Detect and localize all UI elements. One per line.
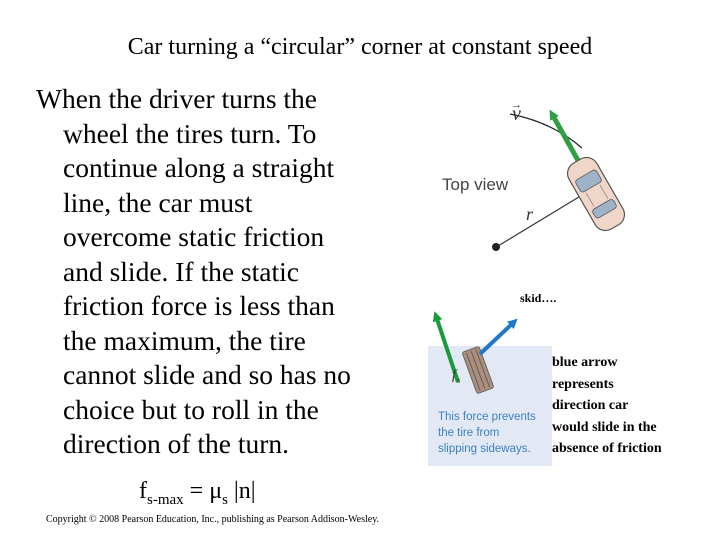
friction-force-subscript: s — [457, 376, 460, 385]
note-line: absence of friction — [552, 441, 662, 456]
body-line: overcome static friction — [63, 221, 325, 252]
formula-f: f — [139, 478, 147, 504]
note-line: blue arrow — [552, 355, 618, 370]
formula-f-subscript: s-max — [147, 491, 184, 508]
body-line: friction force is less than — [63, 290, 335, 321]
body-line: wheel the tires turn. To — [63, 117, 317, 149]
body-line: continue along a straight — [63, 152, 335, 183]
caption-line: the tire from — [438, 427, 499, 439]
body-line: cannot slide and so has no — [63, 359, 351, 390]
friction-force-arrow — [432, 311, 460, 383]
car-icon — [566, 156, 626, 232]
tire-friction-diagram: f s This force prevents the tire from sl… — [428, 311, 552, 466]
copyright-notice: Copyright © 2008 Pearson Education, Inc.… — [46, 514, 380, 525]
max-static-friction-formula: fs-max = μs |n| — [139, 478, 256, 509]
body-line: line, the car must — [63, 186, 253, 218]
friction-force-label: f — [452, 368, 458, 383]
velocity-label: v — [512, 103, 521, 125]
tire-icon — [462, 346, 494, 394]
tire-panel — [428, 346, 552, 466]
body-line: choice but to roll in the — [63, 393, 319, 425]
body-line: When the driver turns the — [36, 83, 318, 114]
note-line: direction car — [552, 398, 629, 413]
velocity-vector-symbol: → — [511, 99, 522, 111]
skid-label: skid…. — [520, 291, 557, 305]
radius-label: r — [526, 204, 534, 224]
formula-equals-mu: = μ — [183, 478, 223, 504]
caption-line: This force prevents — [438, 411, 536, 423]
caption-line: slipping sideways. — [438, 443, 531, 455]
blue-arrow-note: blue arrow represents direction car woul… — [552, 352, 662, 460]
top-view-label: Top view — [442, 175, 509, 194]
note-line: represents — [552, 376, 614, 392]
formula-normal-force: |n| — [227, 478, 256, 504]
body-paragraph: When the driver turns the wheel the tire… — [36, 82, 416, 462]
body-line: and slide. If the static — [63, 255, 299, 287]
formula-mu-subscript: s — [222, 491, 228, 508]
turning-circle-arc — [509, 113, 583, 149]
blue-slide-arrow — [478, 318, 518, 356]
body-line: direction of the turn. — [63, 428, 290, 459]
body-line: the maximum, the tire — [63, 324, 306, 356]
slide-title: Car turning a “circular” corner at const… — [127, 34, 593, 60]
note-line: would slide in the — [552, 419, 657, 435]
velocity-arrow — [549, 109, 583, 166]
car-turning-diagram: v → Top view r — [442, 99, 626, 251]
circle-center-dot — [492, 243, 500, 251]
